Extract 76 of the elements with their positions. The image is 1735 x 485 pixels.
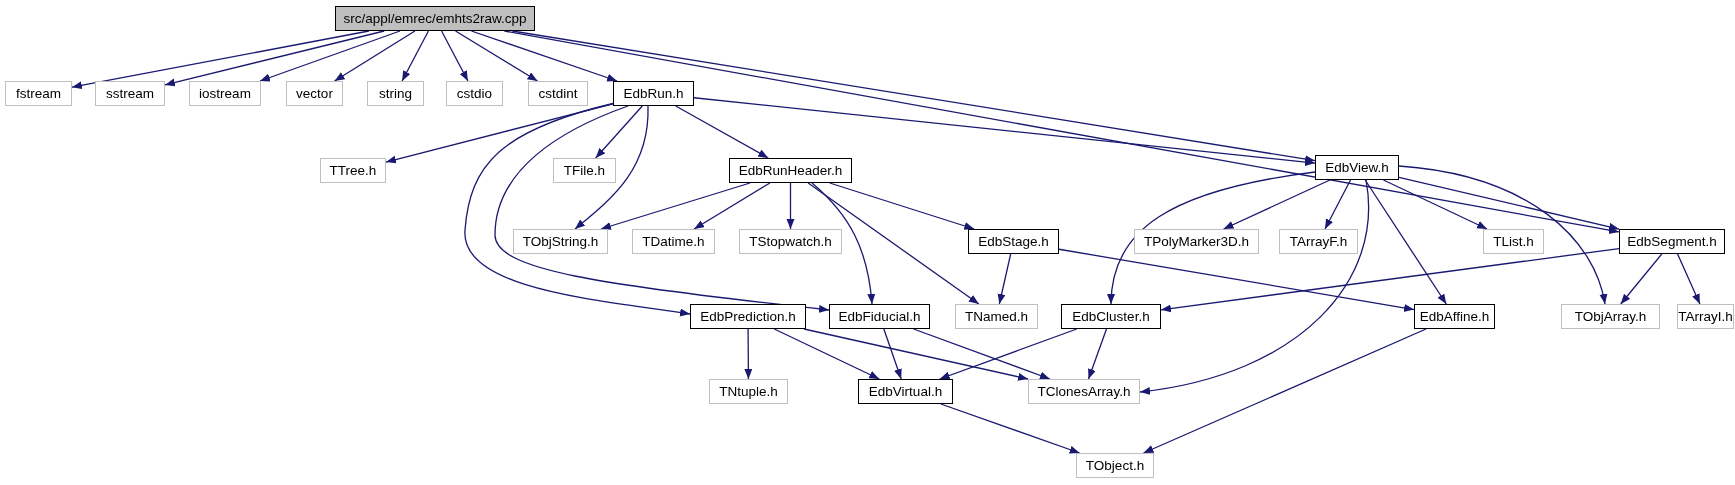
include-arrow [940,403,1081,454]
external-header-box: TTree.h [320,158,386,183]
include-arrow [1364,179,1447,305]
include-arrow [912,328,1051,380]
include-arrow [997,253,1012,305]
external-header-box: TObjString.h [513,229,608,254]
header-file-box: EdbCluster.h [1061,304,1161,329]
include-arrow [786,182,795,230]
include-arrow [744,328,753,380]
external-header-box: TFile.h [553,158,616,183]
include-arrow [464,102,691,317]
header-file-box: EdbPrediction.h [690,304,806,329]
header-file-box: EdbVirtual.h [858,379,953,404]
include-arrow [385,103,614,164]
external-header-box: TClonesArray.h [1028,379,1140,404]
include-arrow [675,105,769,159]
include-arrow [1087,328,1108,380]
header-file-box: EdbStage.h [968,229,1059,254]
include-arrow [1324,179,1352,230]
external-header-box: TObject.h [1076,453,1154,478]
include-arrow [470,30,618,82]
include-arrow [1058,248,1415,312]
include-arrow [1142,328,1427,454]
include-arrow [1620,253,1663,305]
external-header-box: TNtuple.h [709,379,788,404]
include-arrow [503,30,1620,235]
include-arrow [454,30,539,82]
header-file-box: EdbSegment.h [1619,229,1725,254]
include-arrow [773,328,880,380]
header-file-box: EdbFiducial.h [829,304,930,329]
include-arrow [333,30,416,82]
external-header-box: TNamed.h [955,304,1038,329]
external-header-box: TArrayF.h [1279,229,1358,254]
include-arrow [71,30,370,90]
external-header-box: TArrayI.h [1677,304,1734,329]
include-arrow [164,30,385,87]
include-arrow [829,182,975,230]
header-file-box: EdbRun.h [613,81,694,106]
external-header-box: TList.h [1483,229,1544,254]
include-arrow [693,182,771,230]
include-arrow [574,105,649,230]
include-arrow [1139,179,1370,395]
include-arrow [939,328,1078,380]
include-arrow [1107,171,1316,305]
external-header-box: string [367,81,424,106]
external-header-box: iostream [189,81,261,106]
include-arrow [883,328,902,380]
include-arrow [595,105,643,159]
header-file-box: EdbRunHeader.h [729,158,852,183]
include-arrow [693,97,1316,166]
include-arrow [1222,179,1331,230]
external-header-box: TDatime.h [632,229,715,254]
include-arrow [1676,253,1701,305]
external-header-box: vector [286,81,343,106]
include-arrow [494,105,830,313]
source-file-box: src/appl/emrec/emhts2raw.cpp [335,6,535,31]
external-header-box: cstdint [528,81,588,106]
external-header-box: TObjArray.h [1561,304,1660,329]
include-arrow [440,30,469,82]
header-file-box: EdbView.h [1315,155,1399,180]
external-header-box: fstream [5,81,72,106]
include-arrow [803,328,1029,381]
include-arrow [1160,247,1620,313]
include-arrow [401,30,430,82]
include-arrow [1398,176,1620,231]
external-header-box: sstream [95,81,165,106]
include-arrow [1382,179,1488,230]
include-arrow [600,182,751,230]
external-header-box: cstdio [446,81,503,106]
include-arrow [1398,165,1607,305]
external-header-box: TStopwatch.h [739,229,842,254]
external-header-box: TPolyMarker3D.h [1134,229,1259,254]
header-file-box: EdbAffine.h [1414,304,1495,329]
include-arrow [259,30,401,82]
include-arrow [811,182,875,305]
include-arrow [807,182,980,305]
